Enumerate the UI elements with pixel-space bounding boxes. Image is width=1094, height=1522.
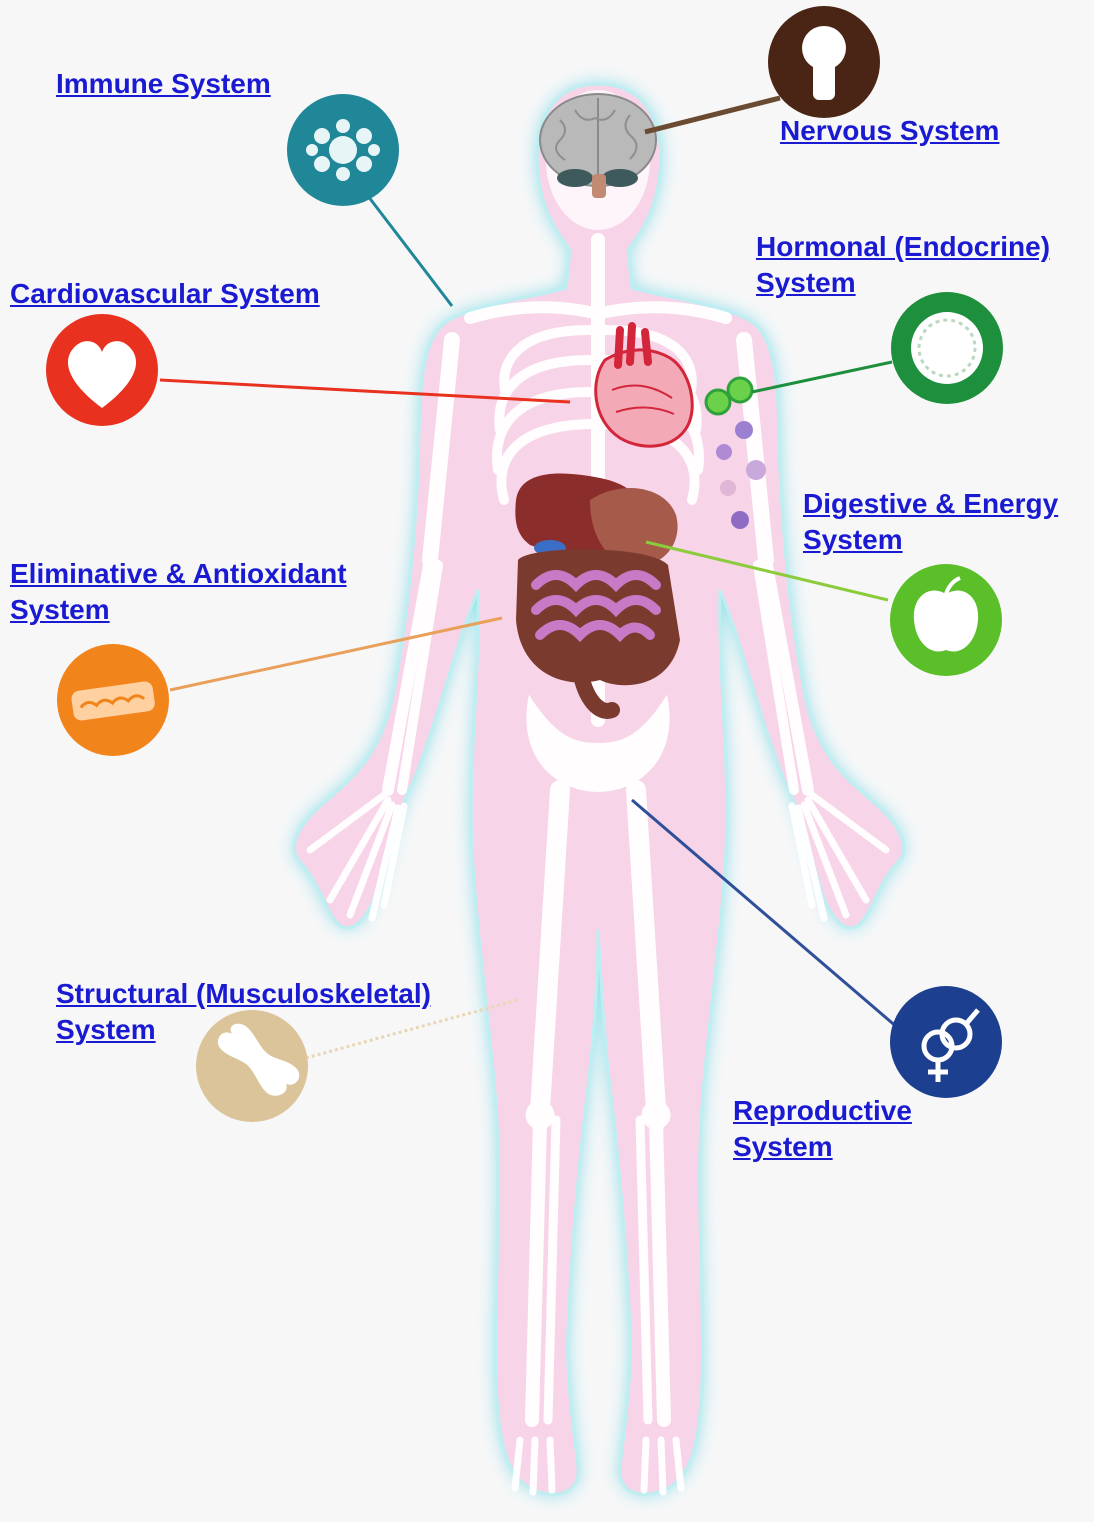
eliminative-system-link[interactable]: Eliminative & Antioxidant System [10,556,347,628]
cardiovascular-system-link[interactable]: Cardiovascular System [10,276,320,312]
digestive-system-link[interactable]: Digestive & Energy System [803,486,1058,558]
apple-icon[interactable] [890,564,1002,676]
heart-icon[interactable] [46,314,158,426]
eliminative-system-link-line1: Eliminative & Antioxidant [10,556,347,592]
digestive-system-link-line2: System [803,522,1058,558]
structural-system-link-line2: System [56,1012,431,1048]
hormonal-system-link-line2: System [756,265,1050,301]
filter-icon[interactable] [57,644,169,756]
reproductive-system-link[interactable]: Reproductive System [733,1093,912,1165]
hormonal-system-link[interactable]: Hormonal (Endocrine) System [756,229,1050,301]
reproductive-system-link-line1: Reproductive [733,1093,912,1129]
immune-cell-icon[interactable] [287,94,399,206]
structural-system-link[interactable]: Structural (Musculoskeletal) System [56,976,431,1048]
structural-system-link-line1: Structural (Musculoskeletal) [56,976,431,1012]
digestive-system-link-line1: Digestive & Energy [803,486,1058,522]
eliminative-system-link-line2: System [10,592,347,628]
reproductive-system-link-line2: System [733,1129,912,1165]
hormonal-system-link-line1: Hormonal (Endocrine) [756,229,1050,265]
nervous-keyhole-icon[interactable] [768,6,880,118]
immune-system-link[interactable]: Immune System [56,66,271,102]
nervous-system-link[interactable]: Nervous System [780,113,999,149]
gender-icon[interactable] [890,986,1002,1098]
hormone-ring-icon[interactable] [891,292,1003,404]
